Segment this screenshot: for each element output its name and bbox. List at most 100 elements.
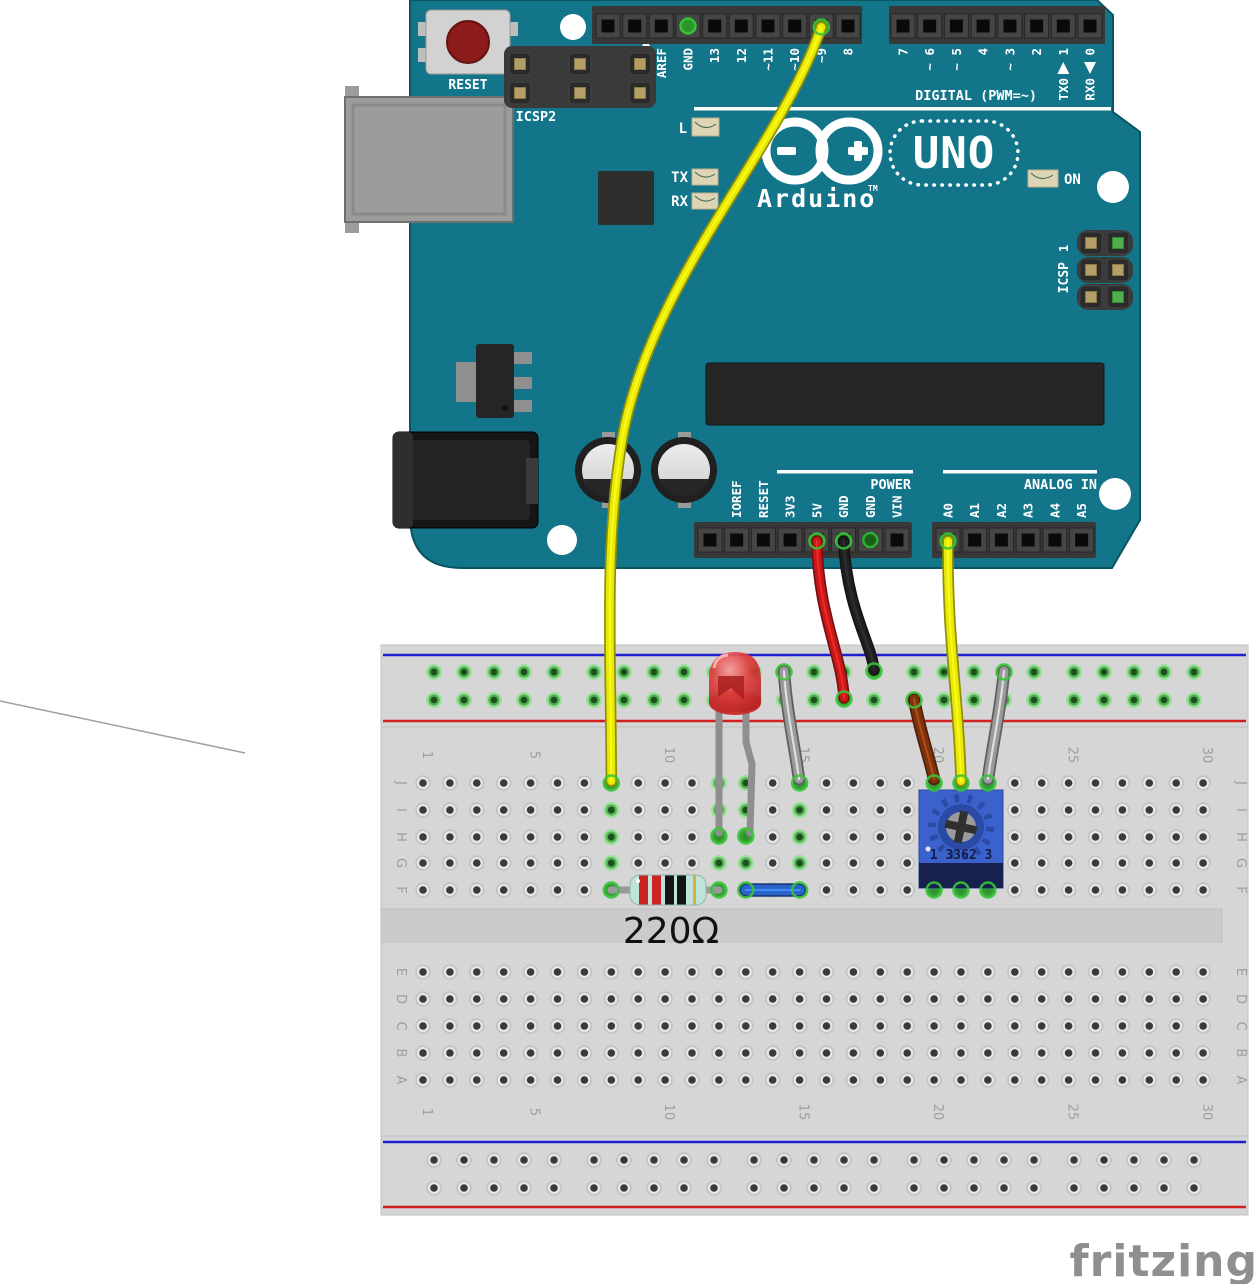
- pin-socket[interactable]: [949, 19, 963, 33]
- breadboard-hole[interactable]: [661, 806, 669, 814]
- power-rail-hole[interactable]: [490, 668, 498, 676]
- pin-socket[interactable]: [783, 533, 797, 547]
- icsp-pin[interactable]: [574, 87, 586, 99]
- power-rail-hole[interactable]: [430, 696, 438, 704]
- breadboard-hole[interactable]: [1172, 1022, 1180, 1030]
- icsp-header[interactable]: [1077, 230, 1133, 310]
- breadboard-hole[interactable]: [1037, 859, 1046, 867]
- breadboard-hole[interactable]: [1145, 995, 1154, 1003]
- power-rail-hole[interactable]: [550, 696, 558, 704]
- power-rail-hole[interactable]: [1030, 1156, 1038, 1164]
- power-rail-hole[interactable]: [1130, 1156, 1138, 1164]
- breadboard-hole[interactable]: [473, 1049, 481, 1057]
- breadboard-hole[interactable]: [984, 1076, 992, 1084]
- breadboard-hole[interactable]: [822, 995, 831, 1003]
- breadboard-hole[interactable]: [1064, 779, 1073, 787]
- breadboard-hole[interactable]: [1091, 779, 1100, 787]
- breadboard-hole[interactable]: [1011, 806, 1019, 814]
- breadboard-hole[interactable]: [446, 1049, 454, 1057]
- breadboard-hole[interactable]: [526, 833, 535, 841]
- breadboard-hole[interactable]: [1118, 859, 1127, 867]
- power-rail-hole[interactable]: [590, 1184, 598, 1192]
- breadboard-hole[interactable]: [1172, 779, 1180, 787]
- breadboard-hole[interactable]: [688, 968, 696, 976]
- breadboard-hole[interactable]: [1118, 779, 1127, 787]
- breadboard-hole[interactable]: [768, 806, 777, 814]
- power-rail-hole[interactable]: [810, 696, 818, 704]
- breadboard-hole[interactable]: [446, 886, 454, 894]
- breadboard-hole[interactable]: [876, 1049, 885, 1057]
- power-rail-hole[interactable]: [1190, 696, 1198, 704]
- icsp-pin[interactable]: [1112, 264, 1124, 276]
- breadboard-hole[interactable]: [634, 859, 642, 867]
- power-rail-hole[interactable]: [1190, 668, 1198, 676]
- icsp2-header[interactable]: [504, 46, 656, 108]
- breadboard-hole[interactable]: [419, 886, 427, 894]
- breadboard-hole[interactable]: [607, 833, 615, 841]
- breadboard-hole[interactable]: [446, 1076, 454, 1084]
- breadboard-hole[interactable]: [1118, 886, 1127, 894]
- breadboard-hole[interactable]: [822, 1022, 831, 1030]
- icsp-pin[interactable]: [1085, 264, 1097, 276]
- breadboard-hole[interactable]: [526, 1022, 535, 1030]
- breadboard-hole[interactable]: [957, 1076, 965, 1084]
- breadboard-hole[interactable]: [526, 859, 535, 867]
- breadboard-hole[interactable]: [1091, 859, 1100, 867]
- breadboard-hole[interactable]: [930, 1022, 938, 1030]
- breadboard-hole[interactable]: [1064, 1076, 1073, 1084]
- breadboard-hole[interactable]: [1199, 1049, 1207, 1057]
- breadboard-hole[interactable]: [446, 1022, 454, 1030]
- breadboard-hole[interactable]: [742, 995, 750, 1003]
- breadboard-hole[interactable]: [849, 995, 858, 1003]
- breadboard-hole[interactable]: [876, 1022, 885, 1030]
- breadboard-hole[interactable]: [1011, 1022, 1019, 1030]
- pin-socket[interactable]: [628, 19, 642, 33]
- breadboard-hole[interactable]: [1172, 995, 1180, 1003]
- breadboard-hole[interactable]: [580, 995, 589, 1003]
- power-rail-hole[interactable]: [1070, 696, 1078, 704]
- power-rail-hole[interactable]: [460, 1184, 468, 1192]
- power-rail-hole[interactable]: [680, 696, 688, 704]
- power-rail-hole[interactable]: [430, 668, 438, 676]
- breadboard-hole[interactable]: [903, 886, 911, 894]
- breadboard-hole[interactable]: [446, 859, 454, 867]
- breadboard-hole[interactable]: [499, 859, 508, 867]
- breadboard-hole[interactable]: [499, 833, 508, 841]
- breadboard-hole[interactable]: [930, 1076, 938, 1084]
- pin-socket[interactable]: [896, 19, 910, 33]
- breadboard-hole[interactable]: [1145, 833, 1154, 841]
- pin-socket[interactable]: [968, 533, 982, 547]
- breadboard-hole[interactable]: [1037, 995, 1046, 1003]
- power-rail-hole[interactable]: [750, 1156, 758, 1164]
- breadboard-hole[interactable]: [876, 968, 885, 976]
- breadboard-hole[interactable]: [984, 1049, 992, 1057]
- pin-socket[interactable]: [1083, 19, 1097, 33]
- power-rail-hole[interactable]: [1160, 1184, 1168, 1192]
- breadboard-hole[interactable]: [634, 779, 642, 787]
- breadboard-hole[interactable]: [473, 806, 481, 814]
- power-rail-hole[interactable]: [970, 696, 978, 704]
- breadboard-hole[interactable]: [1199, 886, 1207, 894]
- breadboard-hole[interactable]: [1011, 833, 1019, 841]
- breadboard-hole[interactable]: [903, 1049, 911, 1057]
- arduino-pcb[interactable]: [409, 0, 1141, 569]
- breadboard-hole[interactable]: [634, 806, 642, 814]
- breadboard-hole[interactable]: [473, 1076, 481, 1084]
- breadboard-hole[interactable]: [580, 833, 589, 841]
- breadboard-hole[interactable]: [715, 968, 723, 976]
- breadboard-hole[interactable]: [1145, 886, 1154, 894]
- breadboard-hole[interactable]: [553, 833, 562, 841]
- breadboard-hole[interactable]: [1011, 968, 1019, 976]
- breadboard-hole[interactable]: [419, 968, 427, 976]
- breadboard-hole[interactable]: [419, 779, 427, 787]
- power-rail-hole[interactable]: [650, 668, 658, 676]
- breadboard-hole[interactable]: [1172, 968, 1180, 976]
- breadboard-hole[interactable]: [795, 995, 804, 1003]
- power-rail-hole[interactable]: [680, 668, 688, 676]
- pin-socket[interactable]: [730, 533, 744, 547]
- breadboard-hole[interactable]: [1064, 833, 1073, 841]
- breadboard-hole[interactable]: [473, 779, 481, 787]
- power-rail-hole[interactable]: [490, 696, 498, 704]
- pin-socket[interactable]: [761, 19, 775, 33]
- power-rail-hole[interactable]: [810, 668, 818, 676]
